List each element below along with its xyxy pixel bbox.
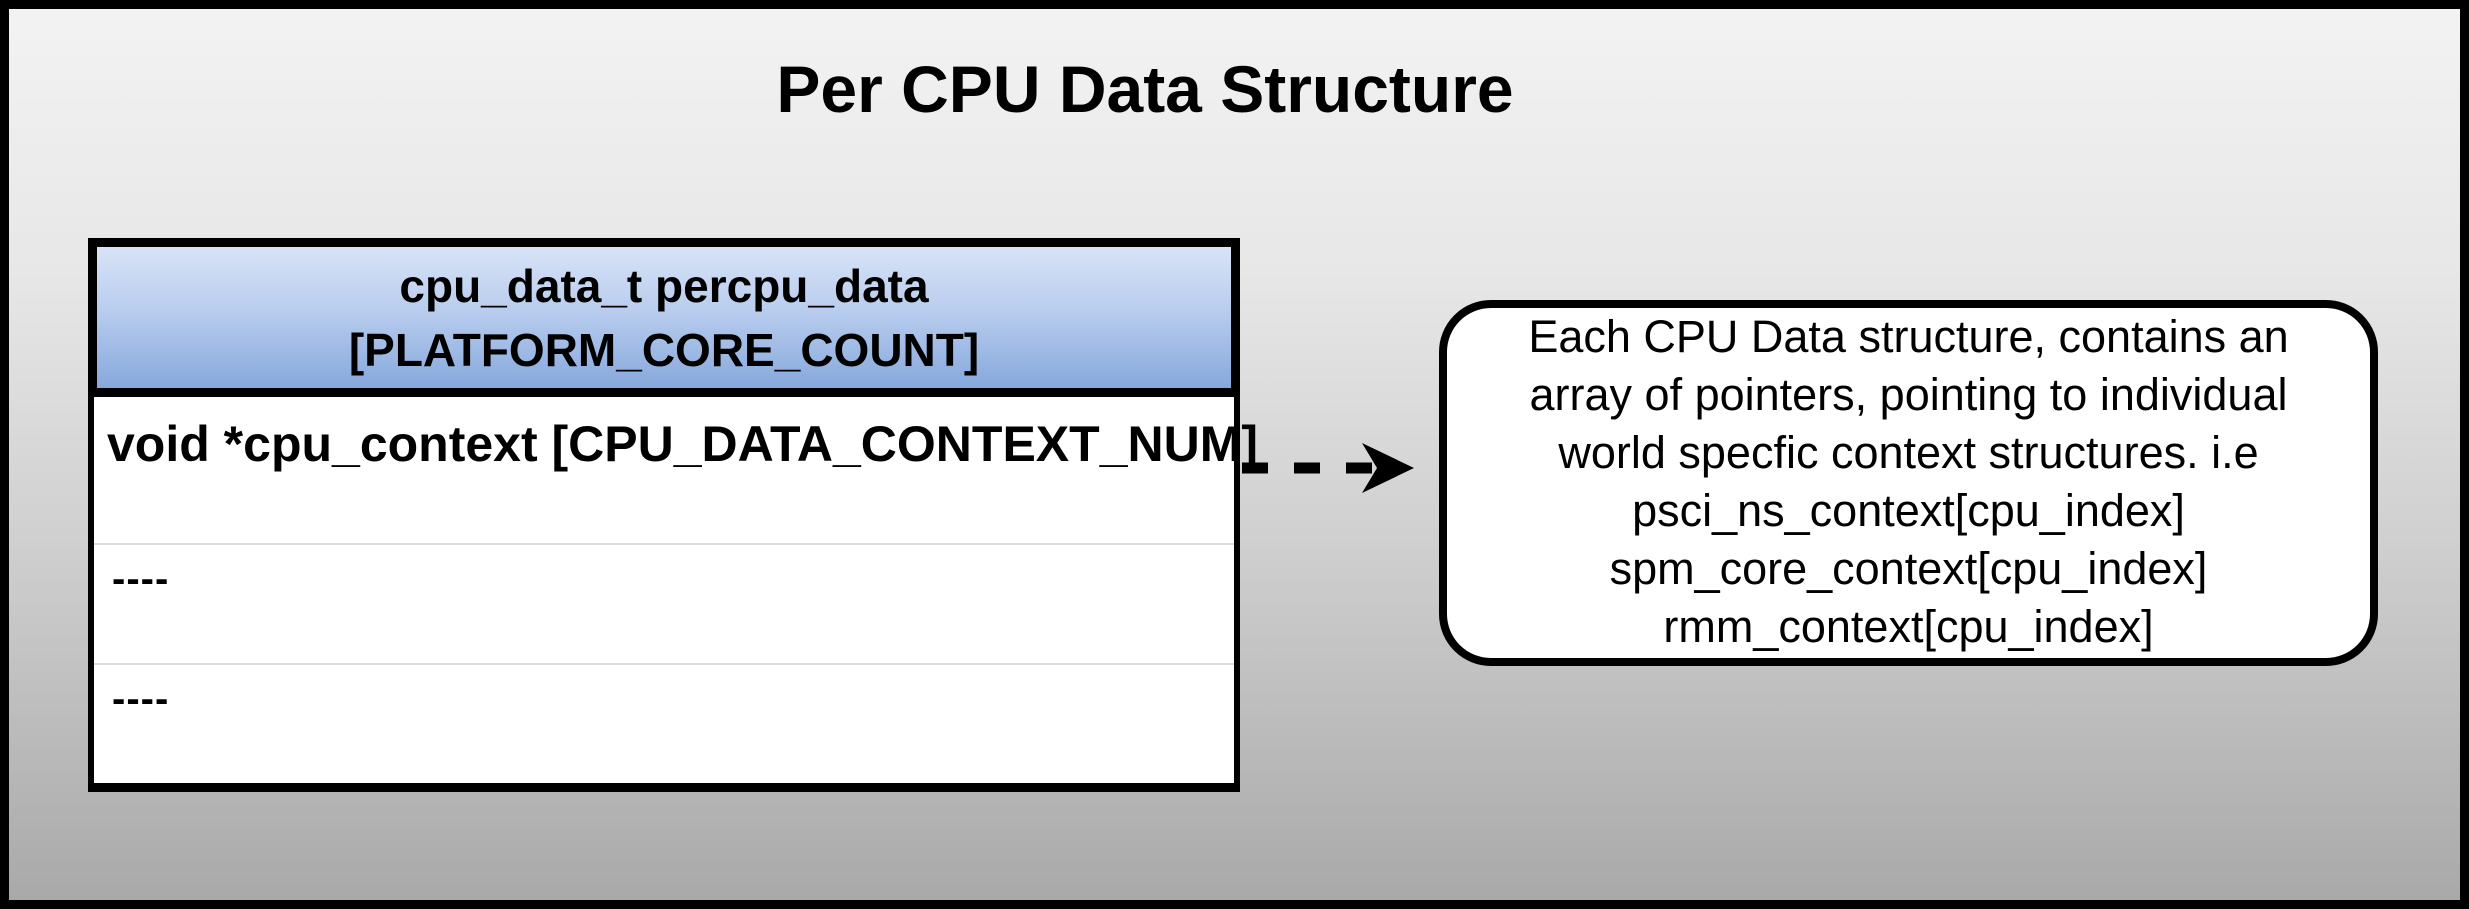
struct-table-header: cpu_data_t percpu_data [PLATFORM_CORE_CO… <box>88 238 1240 397</box>
arrowhead-icon <box>1362 443 1414 493</box>
note-line-4: psci_ns_context[cpu_index] <box>1632 485 2185 536</box>
note-line-3: world specfic context structures. i.e <box>1558 427 2259 478</box>
table-row-placeholder-1: ---- <box>94 545 1234 665</box>
table-row-cpu-context: void *cpu_context [CPU_DATA_CONTEXT_NUM] <box>94 397 1258 545</box>
struct-header-line-2: [PLATFORM_CORE_COUNT] <box>348 323 980 376</box>
note-line-1: Each CPU Data structure, contains an <box>1528 311 2289 362</box>
table-row-placeholder-2: ---- <box>112 677 170 721</box>
note-line-2: array of pointers, pointing to individua… <box>1529 369 2288 420</box>
cpu-data-struct-table: cpu_data_t percpu_data [PLATFORM_CORE_CO… <box>88 238 1258 792</box>
note-line-5: spm_core_context[cpu_index] <box>1609 543 2208 594</box>
page-title: Per CPU Data Structure <box>776 52 1514 126</box>
struct-header-line-1: cpu_data_t percpu_data <box>399 259 929 312</box>
note-line-6: rmm_context[cpu_index] <box>1663 601 2154 652</box>
struct-table-body: void *cpu_context [CPU_DATA_CONTEXT_NUM]… <box>88 397 1258 792</box>
annotation-note-box: Each CPU Data structure, contains an arr… <box>1439 300 2378 666</box>
